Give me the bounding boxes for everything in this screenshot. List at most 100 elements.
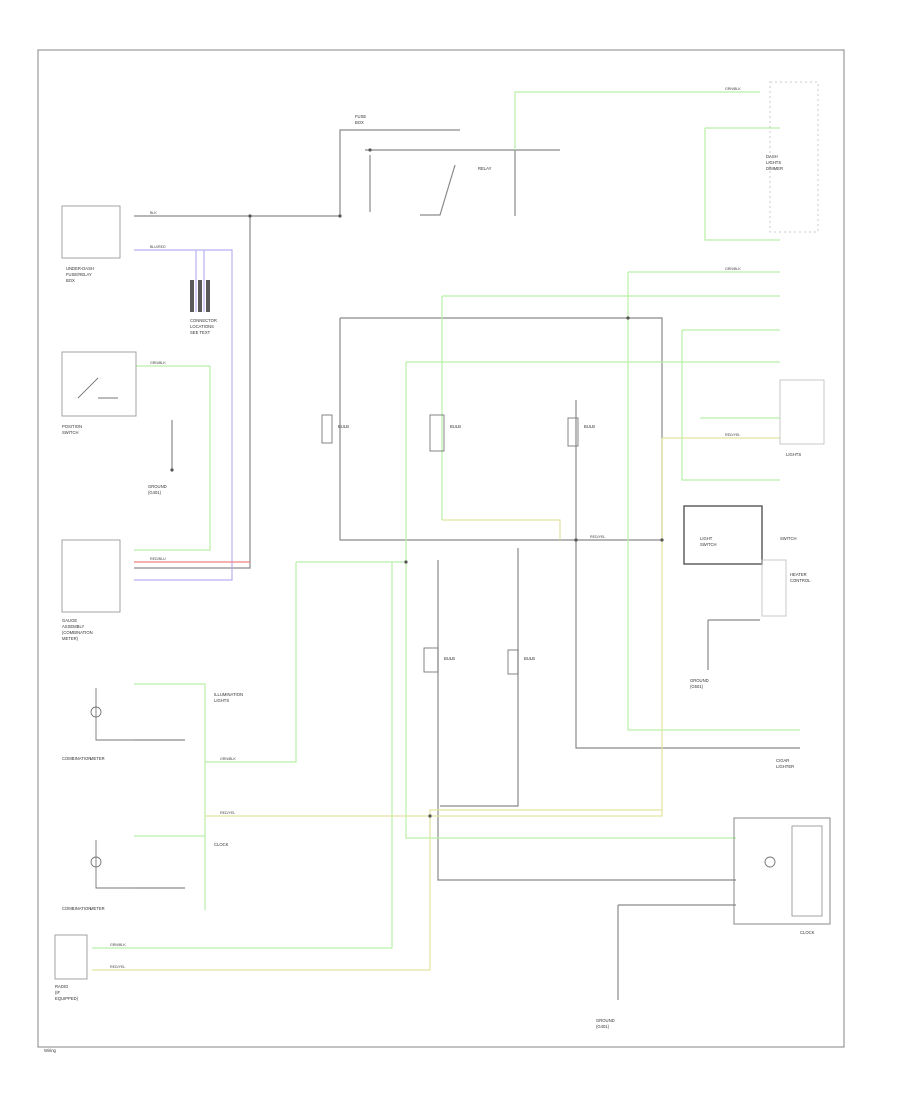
position-switch-label-2: SWITCH <box>62 430 79 435</box>
left-mid-box: POSITION SWITCH GROUND (G401) <box>61 351 167 495</box>
tag-blk: BLK <box>150 211 157 215</box>
junction-dot <box>170 468 174 472</box>
wire-top-relay <box>365 149 516 216</box>
heater-outline <box>761 559 787 617</box>
fuse-relay-box <box>61 205 121 259</box>
gauge-label-4: METER) <box>62 636 79 641</box>
connector-bar <box>206 280 210 312</box>
junction-dot <box>626 316 630 320</box>
clock-label: CLOCK <box>800 930 815 935</box>
tag-grn-blk: GRN/BLK <box>110 943 126 947</box>
bulb-4 <box>423 647 439 673</box>
bottom-left-box: RADIO (IF EQUIPPED) <box>54 934 88 1001</box>
combo1-side-1: ILLUMINATION <box>214 692 243 697</box>
bulb-1-label: BULB <box>338 424 349 429</box>
light-switch-label-2: SWITCH <box>700 542 717 547</box>
combo2-label-2: METER <box>90 906 105 911</box>
junction-dot <box>248 214 252 218</box>
right-bottom-box: CLOCK CIGAR LIGHTER GROUND (G401) <box>596 758 831 1029</box>
dimmer-outline <box>769 81 819 233</box>
tag-grn-blk: GRN/BLK <box>725 267 741 271</box>
connector-label-3: SEE TEXT <box>190 330 211 335</box>
tag-grn-blk: GRN/BLK <box>220 757 236 761</box>
bulb-5-label: BULB <box>524 656 535 661</box>
wire-lower-h <box>437 560 736 881</box>
tag-blu-red: BLU/RED <box>150 245 166 249</box>
relay-label: RELAY <box>478 166 492 171</box>
tag-grn-blk: GRN/BLK <box>150 361 166 365</box>
junction-dot <box>428 814 432 818</box>
top-fuse-label: FUSE BOX RELAY <box>355 114 492 171</box>
heater-label-2: CONTROL <box>790 578 811 583</box>
junction-dot <box>404 560 408 564</box>
wire-green-r3-down <box>681 330 780 481</box>
tag-red-yel: RED/YEL <box>110 965 125 969</box>
wire-green-r1-down <box>627 272 800 731</box>
connector-stack: CONNECTOR LOCATIONS SEE TEXT <box>190 280 217 335</box>
footer-label: Wiring <box>44 1048 57 1053</box>
bulb-2 <box>429 414 445 452</box>
cigar-label-2: LIGHTER <box>776 764 794 769</box>
diagram-frame <box>37 49 845 1048</box>
connector-bar <box>198 280 202 312</box>
bulb-3 <box>567 417 579 447</box>
junction-dot <box>368 148 372 152</box>
radio-box <box>54 934 88 980</box>
combo1-side-2: LIGHTS <box>214 698 229 703</box>
tag-grn-blk: GRN/BLK <box>725 87 741 91</box>
bulb-2-label: BULB <box>450 424 461 429</box>
wire-green-dash <box>704 128 780 241</box>
wire-relay-switch <box>420 164 456 216</box>
connector-label-2: LOCATIONS <box>190 324 214 329</box>
combo2-label-1: COMBINATION <box>62 906 91 911</box>
wire-tags: BLK BLU/RED GRN/BLK RED/BLU GRN/BLK GRN/… <box>110 87 741 969</box>
wire-center-top <box>340 317 663 540</box>
heater-label-1: HEATER <box>790 572 807 577</box>
bulb-5 <box>507 649 519 675</box>
combo2-side-1: CLOCK <box>214 842 229 847</box>
top-fuse-label-1: FUSE <box>355 114 366 119</box>
gauge-label-2: ASSEMBLY <box>62 624 84 629</box>
lights-label: LIGHTS <box>786 452 801 457</box>
gauge-label-1: GAUGE <box>62 618 77 623</box>
clock-bulb-symbol <box>764 856 776 868</box>
clock-box <box>733 817 831 925</box>
fuse-relay-box-label-2: FUSE/RELAY <box>66 272 92 277</box>
right-mid-box: LIGHTS LIGHT SWITCH SWITCH <box>683 379 825 565</box>
wire-blue <box>134 249 233 581</box>
tag-red-yel: RED/YEL <box>590 535 605 539</box>
wire-yellow-radio <box>92 809 662 971</box>
ground-bottom-label-2: (G401) <box>596 1024 610 1029</box>
tag-red-yel: RED/YEL <box>725 433 740 437</box>
wire-center-lower <box>440 548 519 807</box>
wire-yellow-main <box>205 438 663 817</box>
right-top-box: DASH LIGHTS DIMMER <box>766 81 819 233</box>
wire-yellow-center <box>442 519 561 540</box>
wire-center-left <box>339 318 662 541</box>
dimmer-label-2: LIGHTS <box>766 160 781 165</box>
wire-green-top <box>514 91 760 150</box>
bulb-3-label: BULB <box>584 424 595 429</box>
ground-g501-label-1: GROUND <box>690 678 709 683</box>
black-wires <box>134 129 800 1000</box>
clock-inner <box>791 825 823 917</box>
position-switch-label-1: POSITION <box>62 424 82 429</box>
ground-label-2: (G401) <box>148 490 162 495</box>
wire-center-mid <box>575 400 800 749</box>
wire-green-combo-bus <box>134 683 206 910</box>
wire-green-left <box>134 365 211 551</box>
junction-dot <box>574 538 578 542</box>
fuse-relay-box-label-1: UNDER-DASH <box>66 266 94 271</box>
cigar-label-1: CIGAR <box>776 758 789 763</box>
ground-bottom-label-1: GROUND <box>596 1018 615 1023</box>
position-switch-box <box>61 351 137 417</box>
wire-green-r4-down <box>405 362 736 839</box>
ground-label-1: GROUND <box>148 484 167 489</box>
radio-label-3: EQUIPPED) <box>55 996 79 1001</box>
yellow-wires <box>92 437 780 971</box>
junction-dot <box>660 538 664 542</box>
right-low-box: HEATER CONTROL GROUND (G501) <box>690 559 811 689</box>
wire-green-radio <box>92 562 393 949</box>
